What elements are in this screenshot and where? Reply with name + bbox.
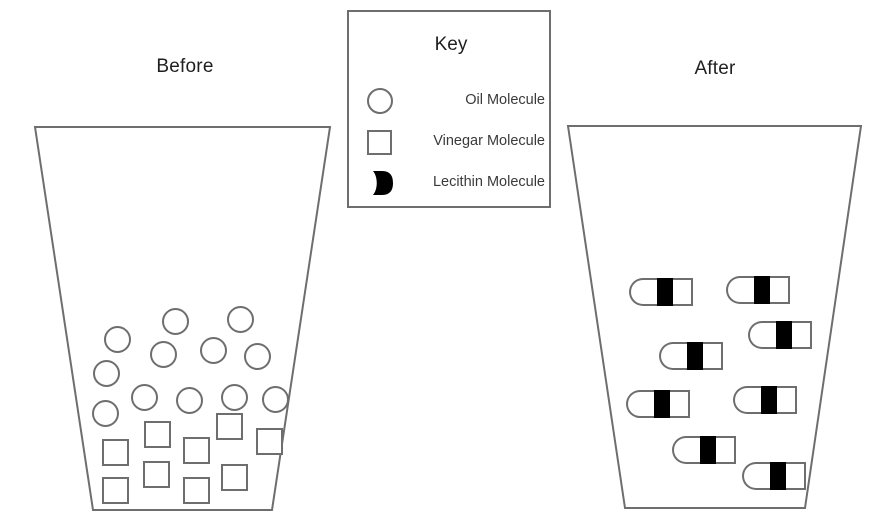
vinegar-molecule	[144, 421, 171, 448]
emulsified-molecule	[626, 390, 690, 418]
oil-molecule	[162, 308, 189, 335]
emulsified-molecule	[726, 276, 790, 304]
legend-label-lecithin: Lecithin Molecule	[432, 174, 545, 190]
oil-molecule	[131, 384, 158, 411]
vinegar-molecule	[183, 437, 210, 464]
oil-molecule	[221, 384, 248, 411]
oil-molecule	[733, 386, 761, 414]
emulsified-molecule	[748, 321, 812, 349]
oil-molecule	[742, 462, 770, 490]
oil-molecule	[244, 343, 271, 370]
oil-molecule	[200, 337, 227, 364]
oil-molecule	[748, 321, 776, 349]
vinegar-molecule	[102, 477, 129, 504]
legend-item-vinegar: Vinegar Molecule	[349, 125, 553, 159]
oil-molecule	[92, 400, 119, 427]
oil-molecule	[104, 326, 131, 353]
oil-molecule	[659, 342, 687, 370]
vinegar-molecule	[216, 413, 243, 440]
oil-molecule	[626, 390, 654, 418]
emulsified-molecule	[629, 278, 693, 306]
oil-molecule	[227, 306, 254, 333]
legend-item-oil: Oil Molecule	[349, 84, 553, 118]
vinegar-molecule	[256, 428, 283, 455]
vinegar-molecule	[183, 477, 210, 504]
after-panel-title: After	[694, 58, 736, 79]
oil-molecule-icon	[367, 84, 401, 118]
before-panel-title: Before	[156, 56, 214, 77]
oil-molecule	[150, 341, 177, 368]
vinegar-molecule-icon	[367, 125, 401, 159]
oil-molecule	[176, 387, 203, 414]
emulsified-molecule	[742, 462, 806, 490]
lecithin-molecule-icon	[367, 166, 401, 200]
vinegar-molecule	[221, 464, 248, 491]
legend-label-oil: Oil Molecule	[465, 92, 545, 108]
emulsified-molecule	[733, 386, 797, 414]
legend-key-box: Key Oil Molecule Vinegar Molecule Lecith…	[347, 10, 551, 208]
oil-molecule	[629, 278, 657, 306]
oil-molecule	[726, 276, 754, 304]
oil-molecule	[672, 436, 700, 464]
legend-item-lecithin: Lecithin Molecule	[349, 166, 553, 200]
legend-label-vinegar: Vinegar Molecule	[433, 133, 545, 149]
vinegar-molecule	[102, 439, 129, 466]
emulsified-molecule	[659, 342, 723, 370]
legend-title: Key	[434, 34, 468, 55]
oil-molecule	[93, 360, 120, 387]
emulsified-molecule	[672, 436, 736, 464]
vinegar-molecule	[143, 461, 170, 488]
oil-molecule	[262, 386, 289, 413]
